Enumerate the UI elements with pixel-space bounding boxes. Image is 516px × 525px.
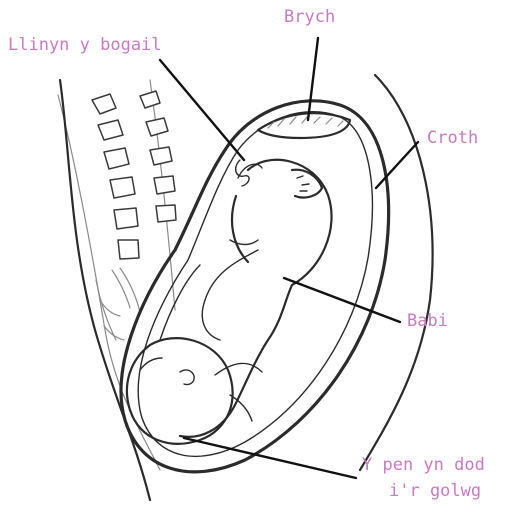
label-placenta: Brych xyxy=(284,7,335,27)
label-head-engaged-line1: Y pen yn dod xyxy=(362,455,485,475)
umbilical-cord xyxy=(236,160,249,186)
leader-placenta xyxy=(308,38,318,120)
label-head-engaged-line2: i'r golwg xyxy=(389,481,481,501)
label-baby: Babi xyxy=(407,311,448,331)
leader-baby xyxy=(284,278,400,322)
label-uterus: Croth xyxy=(427,128,478,148)
baby-illustration xyxy=(127,160,332,444)
leader-umbilical-cord xyxy=(160,60,244,160)
placenta xyxy=(258,113,350,138)
label-umbilical-cord: Llinyn y bogail xyxy=(8,35,162,55)
